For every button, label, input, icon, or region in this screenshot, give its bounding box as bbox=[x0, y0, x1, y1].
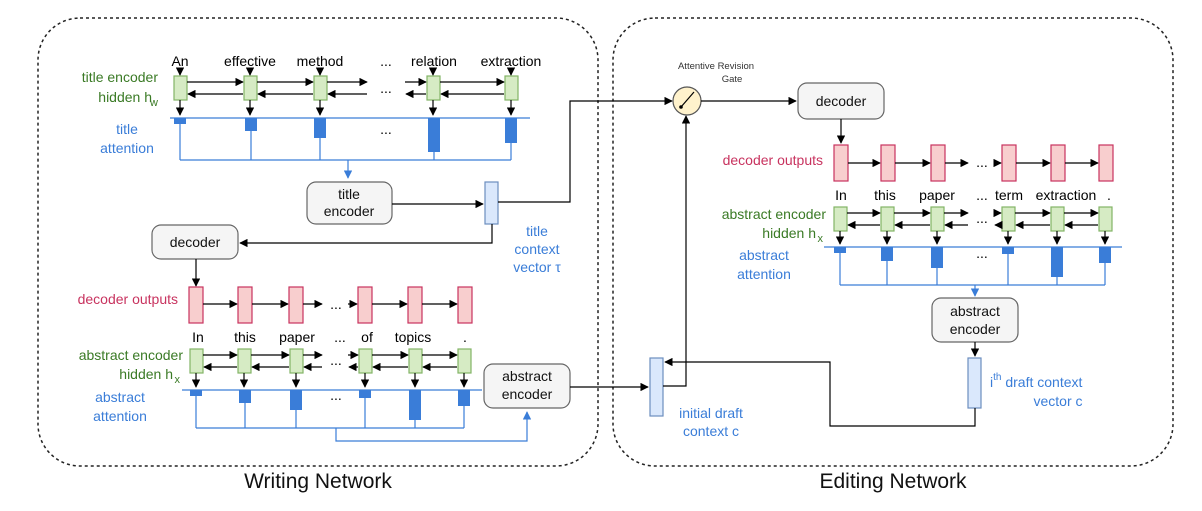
editing-abstract-attention: ... bbox=[824, 245, 1122, 297]
svg-text:encoder: encoder bbox=[324, 203, 375, 219]
title-word: effective bbox=[224, 53, 276, 69]
editing-abstract-encoder-sub: x bbox=[818, 233, 824, 245]
editing-abstract-encoder-label: abstract encoder bbox=[722, 206, 827, 222]
writing-abstract-encoder-sub: x bbox=[175, 374, 181, 386]
svg-text:...: ... bbox=[976, 210, 988, 226]
initial-draft-context-label: initial draft bbox=[679, 405, 743, 421]
title-attention-label: title bbox=[116, 121, 138, 137]
writing-abstract-encoder-cells: ... bbox=[189, 348, 472, 388]
svg-text:decoder: decoder bbox=[816, 93, 867, 109]
svg-text:In: In bbox=[192, 329, 204, 345]
svg-text:title: title bbox=[338, 186, 360, 202]
svg-text:extraction: extraction bbox=[1036, 187, 1097, 203]
svg-text:paper: paper bbox=[279, 329, 315, 345]
title-word: extraction bbox=[481, 53, 542, 69]
writing-decoder-box: decoder bbox=[151, 224, 239, 260]
svg-text:this: this bbox=[874, 187, 896, 203]
svg-text:...: ... bbox=[330, 352, 342, 368]
title-word: relation bbox=[411, 53, 457, 69]
svg-text:In: In bbox=[835, 187, 847, 203]
editing-abstract-attention-label: attention bbox=[737, 266, 791, 282]
editing-words: In this paper ... term extraction . bbox=[835, 187, 1111, 203]
svg-text:topics: topics bbox=[395, 329, 432, 345]
title-encoder-label: title encoder bbox=[82, 69, 159, 85]
editing-network-caption: Editing Network bbox=[819, 470, 967, 493]
writing-abstract-encoder-hidden: hidden h bbox=[119, 366, 173, 382]
title-word: method bbox=[297, 53, 344, 69]
title-encoder-box: title encoder bbox=[306, 181, 393, 225]
editing-network-container bbox=[612, 17, 1174, 467]
title-context-vector bbox=[484, 181, 499, 225]
svg-text:paper: paper bbox=[919, 187, 955, 203]
attentive-revision-gate bbox=[672, 86, 702, 116]
editing-abstract-attention-label: abstract bbox=[739, 247, 789, 263]
svg-text:...: ... bbox=[334, 329, 346, 345]
svg-text:this: this bbox=[234, 329, 256, 345]
svg-text:of: of bbox=[361, 329, 373, 345]
svg-text:...: ... bbox=[976, 154, 988, 170]
title-encoder-arrows bbox=[175, 67, 516, 116]
writing-network-caption: Writing Network bbox=[244, 470, 392, 493]
title-context-label: title bbox=[526, 223, 548, 239]
title-encoder-cells bbox=[173, 75, 519, 101]
svg-text:encoder: encoder bbox=[502, 386, 553, 402]
title-encoder-hidden-sub: w bbox=[149, 97, 158, 109]
svg-text:...: ... bbox=[330, 296, 342, 312]
title-attention-label: attention bbox=[100, 140, 154, 156]
svg-text:...: ... bbox=[976, 187, 988, 203]
title-encoder-ellipsis: ... bbox=[380, 80, 392, 96]
svg-text:abstract: abstract bbox=[502, 368, 552, 384]
editing-abstract-encoder-box: abstract encoder bbox=[931, 297, 1019, 343]
ith-draft-context-vector bbox=[967, 357, 982, 409]
writing-abstract-attention: ... bbox=[182, 387, 532, 442]
title-word: An bbox=[171, 53, 188, 69]
svg-text:.: . bbox=[463, 329, 467, 345]
writing-abstract-attention-label: attention bbox=[93, 408, 147, 424]
writing-abstract-words: In this paper ... of topics . bbox=[192, 329, 467, 345]
ith-draft-context-label: ith draft context bbox=[990, 372, 1083, 390]
editing-abstract-encoder-cells: ... bbox=[833, 206, 1113, 245]
initial-draft-context-vector bbox=[649, 357, 664, 417]
writing-decoder-outputs: ... bbox=[188, 286, 473, 324]
ith-draft-context-label: vector c bbox=[1033, 393, 1082, 409]
editing-decoder-outputs-label: decoder outputs bbox=[723, 152, 823, 168]
title-attention: ... bbox=[170, 117, 530, 179]
svg-text:...: ... bbox=[380, 121, 392, 137]
title-encoder-hidden-label: hidden h bbox=[98, 89, 152, 105]
title-context-label: context bbox=[514, 241, 559, 257]
svg-text:decoder: decoder bbox=[170, 234, 221, 250]
initial-draft-context-label: context c bbox=[683, 423, 739, 439]
writing-abstract-encoder-box: abstract encoder bbox=[483, 363, 571, 409]
svg-text:...: ... bbox=[330, 387, 342, 403]
editing-decoder-box: decoder bbox=[797, 82, 885, 120]
svg-text:.: . bbox=[1107, 187, 1111, 203]
svg-text:abstract: abstract bbox=[950, 303, 1000, 319]
gate-label: Gate bbox=[722, 74, 743, 85]
title-context-label: vector τ bbox=[513, 259, 561, 275]
writing-decoder-outputs-label: decoder outputs bbox=[78, 291, 178, 307]
writing-abstract-encoder-label: abstract encoder bbox=[79, 347, 184, 363]
title-word: ... bbox=[380, 53, 392, 69]
title-words: An effective method ... relation extract… bbox=[171, 53, 541, 69]
writing-abstract-attention-label: abstract bbox=[95, 389, 145, 405]
svg-text:encoder: encoder bbox=[950, 321, 1001, 337]
svg-text:term: term bbox=[995, 187, 1023, 203]
editing-abstract-encoder-hidden: hidden h bbox=[762, 225, 816, 241]
editing-decoder-outputs: ... bbox=[833, 144, 1114, 182]
svg-text:...: ... bbox=[976, 245, 988, 261]
gate-label: Attentive Revision bbox=[678, 61, 754, 72]
